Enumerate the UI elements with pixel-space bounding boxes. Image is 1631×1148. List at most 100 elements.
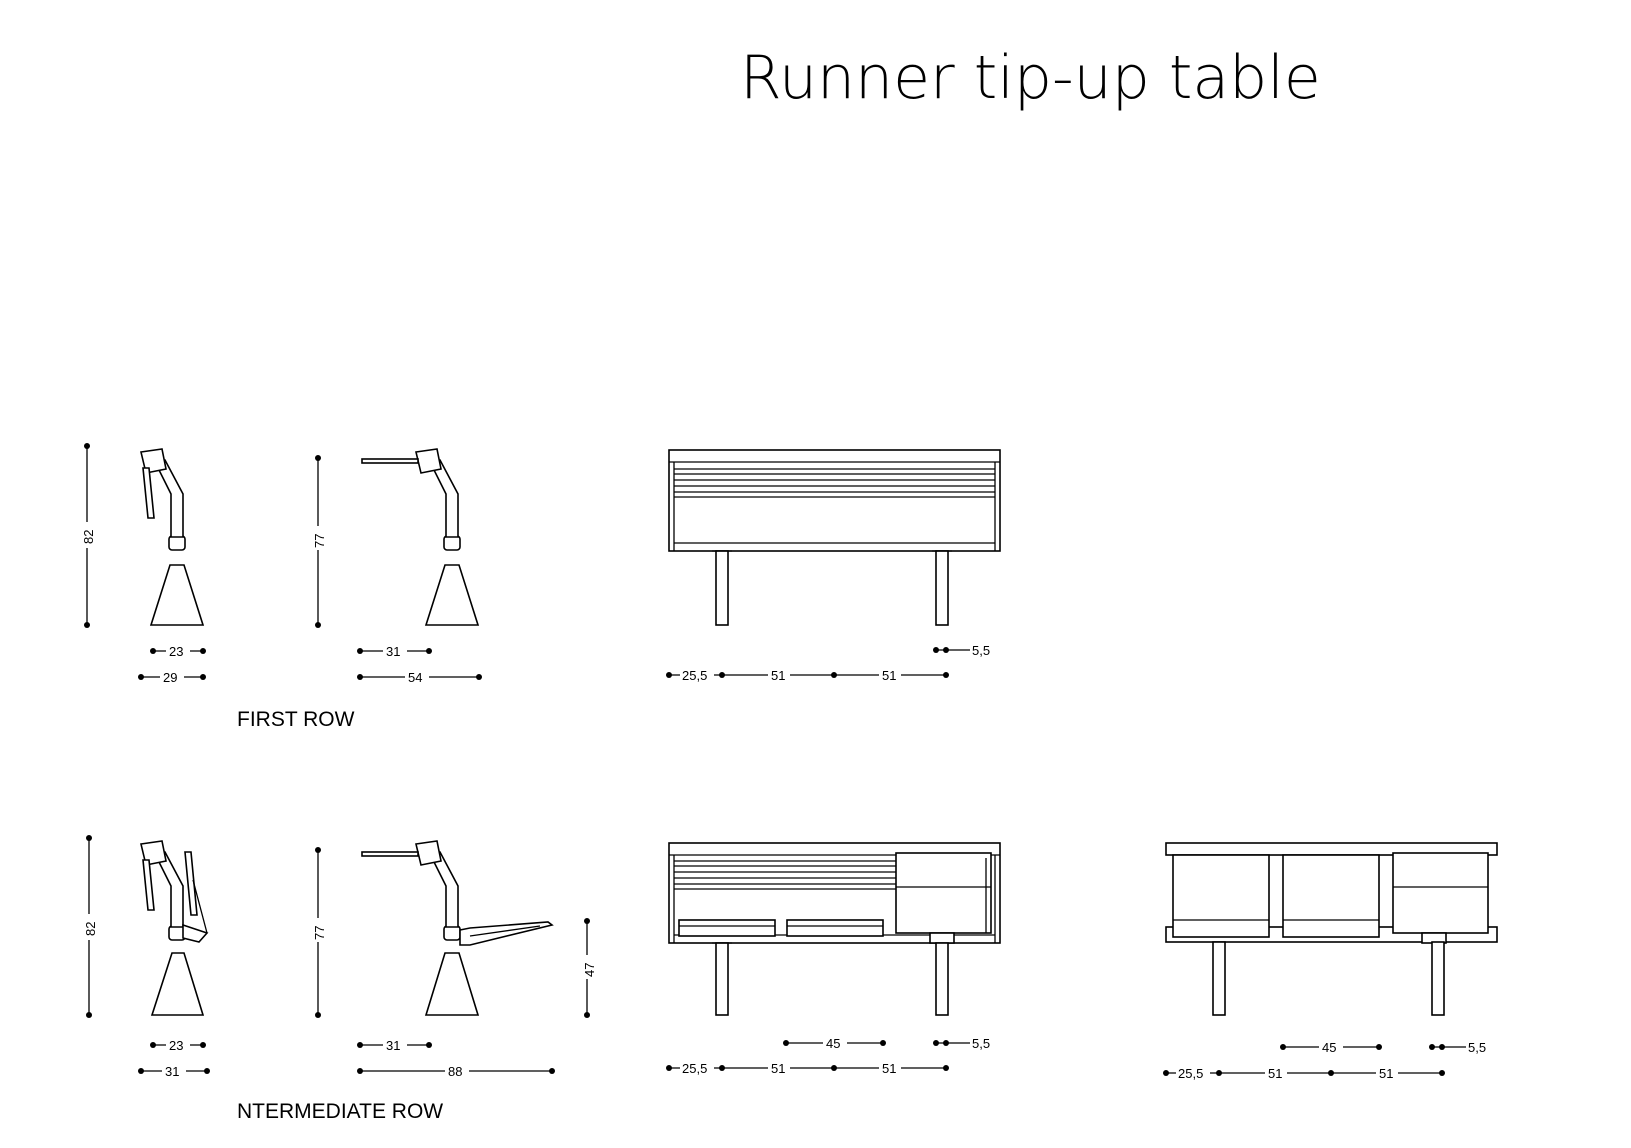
dim-end-dot bbox=[880, 1040, 886, 1046]
dim-label-gap bbox=[1176, 1065, 1210, 1080]
dim-end-dot bbox=[357, 1068, 363, 1074]
dim-5-5: 5,5 bbox=[1468, 1040, 1486, 1055]
pedestal-base bbox=[424, 564, 480, 626]
leg bbox=[935, 942, 949, 1016]
dim-height-77: 77 bbox=[312, 534, 327, 548]
leg bbox=[1431, 941, 1445, 1016]
dim-51: 51 bbox=[882, 668, 896, 683]
dim-51: 51 bbox=[771, 1061, 785, 1076]
dim-label-gap bbox=[383, 643, 407, 658]
dim-label-gap bbox=[309, 918, 327, 942]
leg bbox=[715, 942, 729, 1016]
leg bbox=[935, 550, 949, 626]
dim-end-dot bbox=[138, 674, 144, 680]
dim-end-dot bbox=[831, 672, 837, 678]
dim-label-gap bbox=[1466, 1038, 1494, 1054]
rear-tabletop-open bbox=[459, 921, 554, 946]
first-row-side-dimensions: 23 29 31 54 bbox=[138, 643, 482, 685]
dim-label-gap bbox=[80, 914, 98, 940]
dim-25-5: 25,5 bbox=[682, 668, 707, 683]
dim-23: 23 bbox=[169, 644, 183, 659]
folded-seat bbox=[142, 859, 155, 911]
dim-label-gap bbox=[1319, 1039, 1343, 1054]
bracket-strut bbox=[192, 879, 208, 934]
seat-pivot-block bbox=[415, 448, 442, 474]
dim-end-dot bbox=[315, 455, 321, 461]
dim-end-dot bbox=[943, 647, 949, 653]
dim-end-dot bbox=[200, 1042, 206, 1048]
dim-end-dot bbox=[86, 835, 92, 841]
dim-label-gap bbox=[405, 669, 429, 684]
dim-end-dot bbox=[1376, 1044, 1382, 1050]
dim-51: 51 bbox=[1379, 1066, 1393, 1081]
dim-end-dot bbox=[1429, 1044, 1435, 1050]
dim-51: 51 bbox=[1268, 1066, 1282, 1081]
dim-label-gap bbox=[879, 1060, 901, 1075]
pedestal-base bbox=[149, 564, 205, 626]
tabletop-edge bbox=[469, 925, 541, 937]
dim-25-5: 25,5 bbox=[682, 1061, 707, 1076]
dim-label-gap bbox=[166, 643, 190, 658]
dim-end-dot bbox=[1216, 1070, 1222, 1076]
first-row-side-closed-view: 82 bbox=[78, 443, 205, 628]
dim-88: 88 bbox=[448, 1064, 462, 1079]
dim-end-dot bbox=[666, 1065, 672, 1071]
folded-table bbox=[786, 919, 884, 937]
dim-label-gap bbox=[768, 1060, 790, 1075]
backrest-arm bbox=[428, 851, 459, 928]
dim-label-gap bbox=[768, 667, 790, 682]
dim-end-dot bbox=[84, 443, 90, 449]
dim-height-47: 47 bbox=[582, 963, 597, 977]
table-frame bbox=[668, 449, 1001, 552]
dim-end-dot bbox=[426, 1042, 432, 1048]
dim-label-gap bbox=[445, 1063, 469, 1078]
dim-end-dot bbox=[315, 847, 321, 853]
leg bbox=[715, 550, 729, 626]
dim-end-dot bbox=[426, 648, 432, 654]
dim-end-dot bbox=[150, 648, 156, 654]
table-support bbox=[929, 932, 955, 944]
page-title: Runner tip-up table bbox=[740, 43, 1321, 113]
dim-45: 45 bbox=[1322, 1040, 1336, 1055]
dim-height-77: 77 bbox=[312, 926, 327, 940]
dim-end-dot bbox=[1439, 1070, 1445, 1076]
dim-end-dot bbox=[943, 672, 949, 678]
dim-25-5: 25,5 bbox=[1178, 1066, 1203, 1081]
dim-label-gap bbox=[162, 1063, 186, 1078]
dim-end-dot bbox=[831, 1065, 837, 1071]
pedestal-joint bbox=[443, 535, 461, 551]
dim-label-gap bbox=[166, 1037, 190, 1052]
rear-bracket bbox=[182, 923, 209, 943]
dim-end-dot bbox=[549, 1068, 555, 1074]
dim-label-gap bbox=[160, 669, 184, 684]
dim-label-gap bbox=[680, 1060, 714, 1075]
first-row-front-view bbox=[668, 449, 1001, 626]
dim-end-dot bbox=[200, 674, 206, 680]
first-row-front-dimensions: 5,5 25,5 51 51 bbox=[666, 641, 998, 683]
dim-end-dot bbox=[357, 648, 363, 654]
backrest-arm bbox=[153, 851, 184, 928]
dim-end-dot bbox=[584, 918, 590, 924]
leg bbox=[1212, 941, 1226, 1016]
dim-height-82: 82 bbox=[81, 530, 96, 544]
dim-end-dot bbox=[933, 647, 939, 653]
seat-pivot-block bbox=[140, 448, 167, 474]
intermediate-row-rear-view bbox=[1165, 842, 1498, 1016]
dim-end-dot bbox=[84, 622, 90, 628]
open-table-panel bbox=[1392, 852, 1489, 934]
folded-table bbox=[184, 851, 198, 916]
dim-5-5: 5,5 bbox=[972, 1036, 990, 1051]
dim-29: 29 bbox=[163, 670, 177, 685]
folded-table bbox=[678, 919, 776, 937]
dim-label-gap bbox=[309, 526, 327, 550]
dim-end-dot bbox=[1163, 1070, 1169, 1076]
dim-label-gap bbox=[578, 955, 596, 979]
pedestal-joint bbox=[168, 535, 186, 551]
dim-5-5: 5,5 bbox=[972, 643, 990, 658]
seat-back bbox=[1172, 854, 1270, 938]
dim-end-dot bbox=[200, 648, 206, 654]
dim-end-dot bbox=[666, 672, 672, 678]
dim-31: 31 bbox=[386, 1038, 400, 1053]
backrest-arm bbox=[153, 459, 184, 538]
